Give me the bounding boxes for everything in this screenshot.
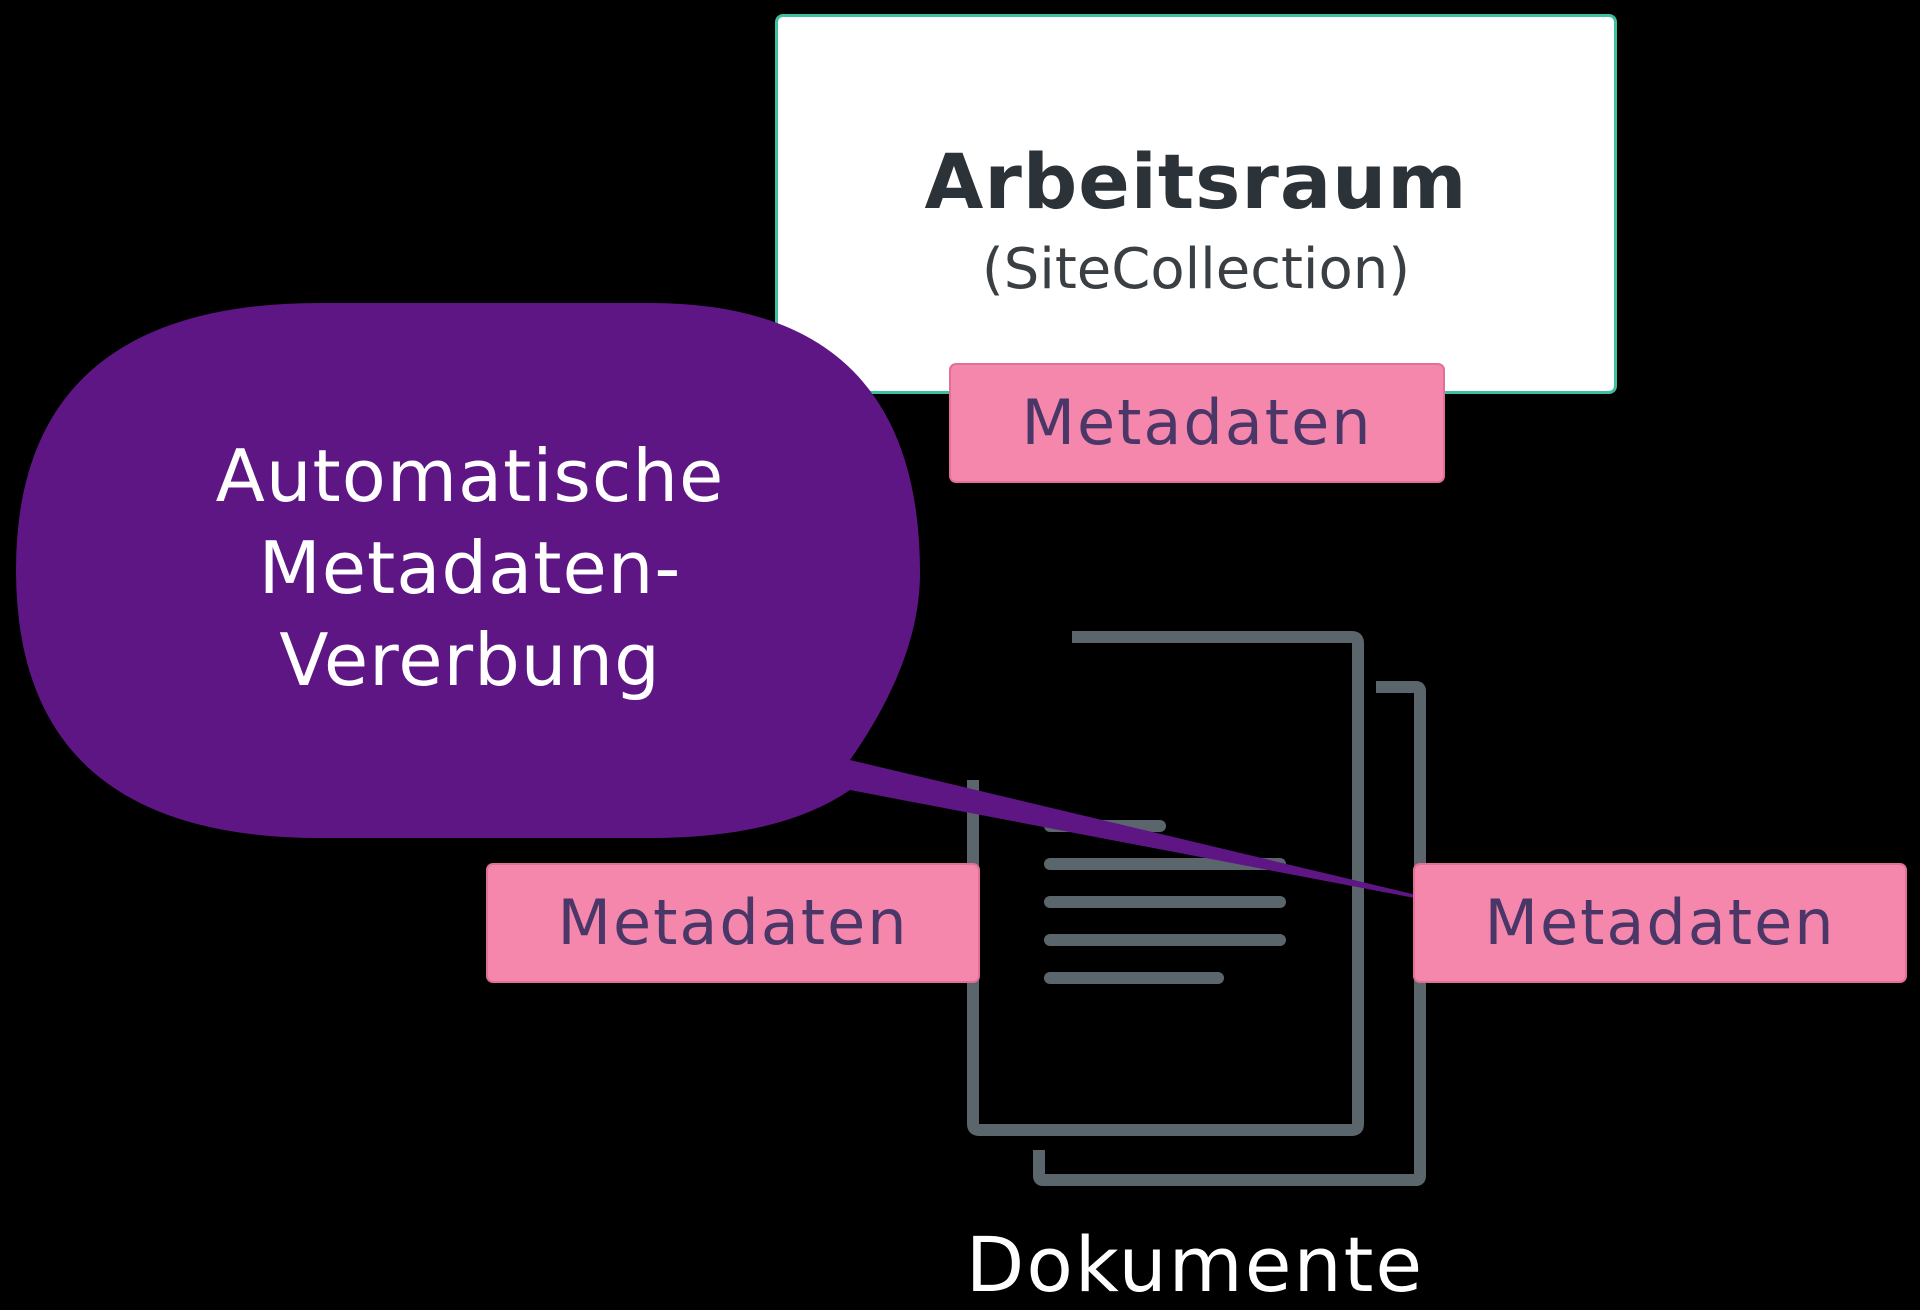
callout-bubble-shape bbox=[16, 303, 1488, 912]
callout-line-3: Vererbung bbox=[279, 618, 661, 702]
metadata-tag-left: Metadaten bbox=[486, 863, 980, 983]
callout-label: Automatische Metadaten- Vererbung bbox=[110, 430, 830, 706]
callout-line-2: Metadaten- bbox=[258, 526, 682, 610]
workspace-subtitle: (SiteCollection) bbox=[981, 237, 1411, 302]
callout-line-1: Automatische bbox=[215, 434, 725, 518]
document-back-page-icon bbox=[1033, 681, 1426, 1186]
document-front-page-icon bbox=[967, 631, 1364, 1136]
metadata-tag-workspace: Metadaten bbox=[949, 363, 1445, 483]
documents-label: Dokumente bbox=[965, 1220, 1425, 1309]
workspace-title: Arbeitsraum bbox=[924, 137, 1468, 226]
metadata-tag-right: Metadaten bbox=[1413, 863, 1907, 983]
workspace-box: Arbeitsraum (SiteCollection) bbox=[775, 14, 1617, 394]
